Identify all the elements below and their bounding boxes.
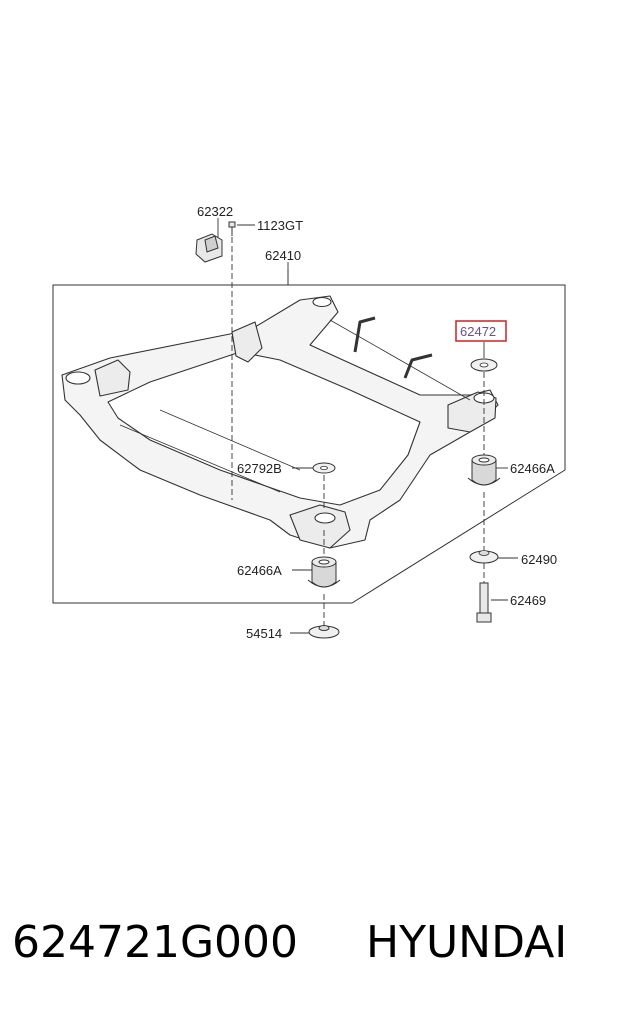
label-62792b: 62792B bbox=[237, 461, 282, 476]
label-62469: 62469 bbox=[510, 593, 546, 608]
label-62490: 62490 bbox=[521, 552, 557, 567]
bushing-left-drawing bbox=[307, 556, 341, 588]
bolt-62469-drawing bbox=[476, 582, 492, 623]
label-62472: 62472 bbox=[460, 324, 496, 339]
label-1123gt: 1123GT bbox=[257, 218, 303, 233]
assembly-center-lines bbox=[231, 237, 485, 626]
label-62466a-left: 62466A bbox=[237, 563, 282, 578]
assembly-boundary bbox=[52, 270, 566, 604]
subframe-drawing bbox=[61, 295, 499, 549]
label-62410: 62410 bbox=[265, 248, 301, 263]
bracket-62322-drawing bbox=[195, 233, 223, 263]
label-62466a-right: 62466A bbox=[510, 461, 555, 476]
bolt-1123gt-drawing bbox=[228, 221, 236, 236]
highlight-box bbox=[455, 320, 507, 342]
leader-lines bbox=[217, 218, 518, 634]
washer-54514-drawing bbox=[308, 625, 340, 639]
bushing-right-drawing bbox=[467, 454, 501, 486]
label-54514: 54514 bbox=[246, 626, 282, 641]
brand-caption: HYUNDAI bbox=[366, 917, 568, 968]
part-number-caption: 624721G000 bbox=[12, 917, 299, 968]
label-62322: 62322 bbox=[197, 204, 233, 219]
